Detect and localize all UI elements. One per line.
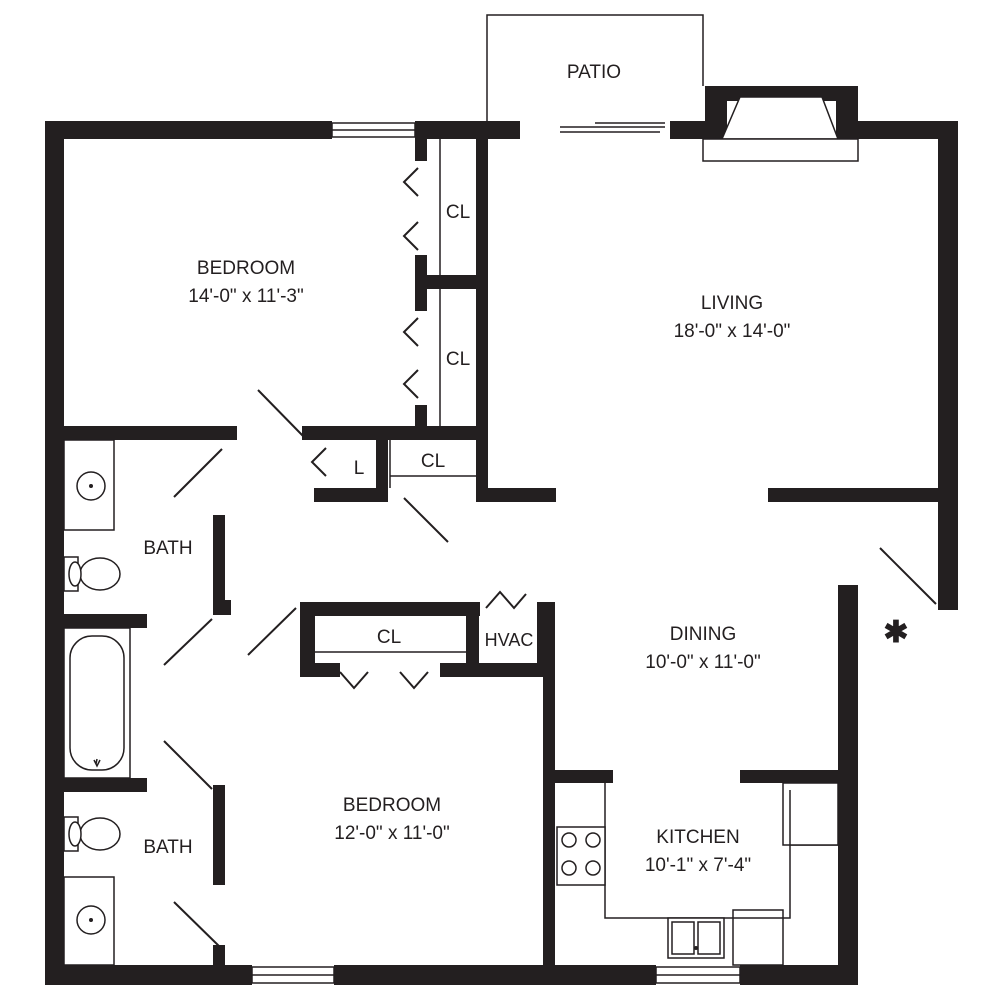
bedroom-2-size: 12'-0" x 11'-0" xyxy=(334,823,449,844)
windows xyxy=(251,122,741,984)
bath-1-fixtures xyxy=(63,439,131,779)
bedroom-1-size: 14'-0" x 11'-3" xyxy=(188,286,303,307)
bath-2-fixtures xyxy=(63,816,121,966)
dining-size: 10'-0" x 11'-0" xyxy=(645,652,760,673)
dining-name: DINING xyxy=(670,624,737,645)
interior-walls xyxy=(45,121,948,985)
linen-label: L xyxy=(354,458,365,479)
entry-marker-icon: ✱ xyxy=(883,616,908,649)
bedroom-2-name: BEDROOM xyxy=(343,795,441,816)
bifold-doors xyxy=(310,167,527,690)
bath-2-label: BATH xyxy=(143,837,192,858)
closet-2-label: CL xyxy=(446,349,470,370)
bath-1-label: BATH xyxy=(143,538,192,559)
patio-label: PATIO xyxy=(567,62,621,83)
fireplace xyxy=(702,96,859,162)
patio xyxy=(486,14,704,133)
closet-shelves xyxy=(315,139,476,653)
bedroom-1-name: BEDROOM xyxy=(197,258,295,279)
hvac-label: HVAC xyxy=(485,630,534,650)
closet-4-label: CL xyxy=(377,627,401,648)
kitchen-fixtures xyxy=(556,782,839,966)
exterior-walls xyxy=(45,86,958,985)
kitchen-name: KITCHEN xyxy=(656,827,739,848)
closet-3-label: CL xyxy=(421,451,445,472)
closet-1-label: CL xyxy=(446,202,470,223)
swing-doors xyxy=(163,389,937,950)
sliding-door[interactable] xyxy=(555,118,670,138)
room-labels: PATIO BEDROOM 14'-0" x 11'-3" LIVING 18'… xyxy=(143,62,908,876)
living-name: LIVING xyxy=(701,293,763,314)
kitchen-size: 10'-1" x 7'-4" xyxy=(645,855,751,876)
living-size: 18'-0" x 14'-0" xyxy=(674,321,791,342)
